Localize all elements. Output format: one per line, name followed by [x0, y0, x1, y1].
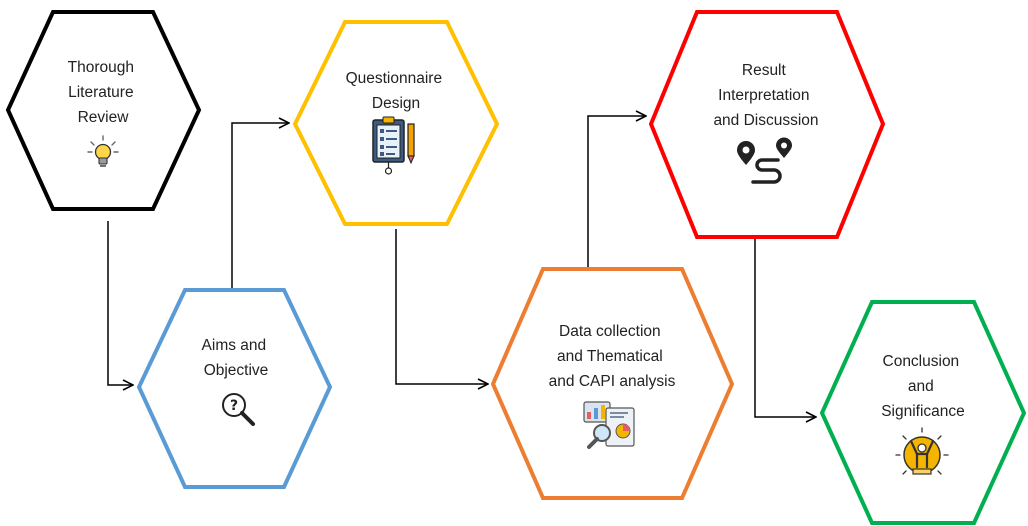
- node-label-line: Objective: [204, 362, 269, 379]
- node-label-line: and Thematical: [557, 348, 663, 365]
- node-label-line: and Discussion: [713, 112, 818, 129]
- connector-literature-to-aims: [107, 221, 133, 385]
- hexagon-conclusion: [819, 300, 1027, 525]
- success-person-icon: [895, 427, 949, 475]
- connector-aims-to-questionnaire: [231, 123, 289, 289]
- node-label-literature: Thorough Literature Review: [68, 59, 139, 126]
- node-literature: Thorough Literature Review: [5, 10, 202, 211]
- hexagon-result: [648, 10, 886, 239]
- hexagon-aims: [136, 288, 333, 489]
- node-label-data: Data collection and Thematical and CAPI …: [549, 323, 676, 390]
- lightbulb-icon: [87, 135, 119, 167]
- route-pins-icon: [737, 137, 792, 184]
- node-result: Result Interpretation and Discussion: [648, 10, 886, 239]
- connector-questionnaire-to-data: [395, 229, 488, 384]
- node-label-line: and CAPI analysis: [549, 373, 676, 390]
- connectors: [107, 116, 816, 417]
- data-analysis-icon: [583, 401, 635, 449]
- node-label-line: Literature: [68, 84, 133, 101]
- node-label-aims: Aims and Objective: [202, 337, 271, 379]
- node-data: Data collection and Thematical and CAPI …: [490, 267, 735, 500]
- hexagon-literature: [5, 10, 202, 211]
- node-label-line: Review: [78, 109, 130, 126]
- node-questionnaire: Questionnaire Design: [292, 20, 500, 226]
- node-label-line: Design: [372, 95, 420, 112]
- node-label-result: Result Interpretation and Discussion: [713, 62, 818, 129]
- clipboard-checklist-icon: [372, 116, 415, 175]
- node-label-line: Questionnaire: [346, 70, 443, 87]
- node-label-questionnaire: Questionnaire Design: [346, 70, 447, 112]
- node-label-line: and: [908, 378, 934, 395]
- node-label-line: Data collection: [559, 323, 661, 340]
- node-label-line: Significance: [881, 403, 965, 420]
- node-label-line: Interpretation: [718, 87, 809, 104]
- connector-result-to-conclusion: [754, 239, 816, 417]
- node-label-line: Result: [742, 62, 787, 79]
- hexagon-data: [490, 267, 735, 500]
- question-magnifier-icon: ?: [222, 393, 255, 426]
- node-label-line: Aims and: [202, 337, 267, 354]
- node-label-line: Conclusion: [883, 353, 960, 370]
- connector-data-to-result: [587, 116, 646, 267]
- node-label-line: Thorough: [68, 59, 134, 76]
- node-aims: Aims and Objective ?: [136, 288, 333, 489]
- node-label-conclusion: Conclusion and Significance: [881, 353, 965, 420]
- svg-text:?: ?: [230, 398, 238, 414]
- node-conclusion: Conclusion and Significance: [819, 300, 1027, 525]
